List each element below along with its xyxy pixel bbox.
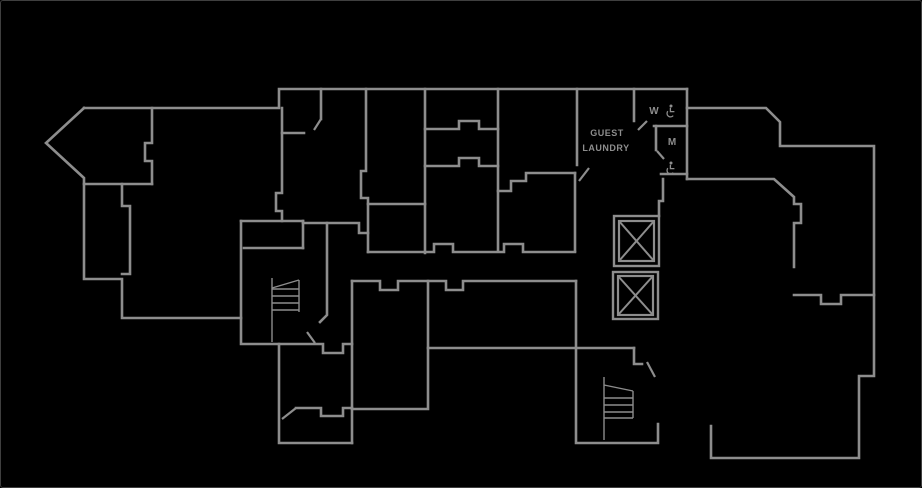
wall — [274, 106, 284, 223]
door-swing-guest-laundry — [578, 167, 590, 182]
stair-run-line — [271, 279, 300, 289]
door-swing-mens — [656, 150, 665, 160]
wall — [366, 242, 577, 254]
wall — [44, 106, 243, 320]
wheelchair-head — [669, 161, 673, 165]
wheelchair-wheel — [666, 110, 674, 118]
guest-laundry-label-line1: GUEST — [590, 128, 624, 138]
accessible-icon-womens — [666, 104, 675, 118]
wall — [685, 177, 803, 269]
door-swing-womens — [637, 120, 648, 131]
accessible-icon-mens — [666, 161, 675, 175]
elevator-shaft-lower — [611, 270, 660, 321]
elevator-x-mark — [617, 275, 654, 316]
wall — [657, 177, 665, 218]
wall — [318, 221, 329, 324]
elevator-outer-wall — [611, 270, 660, 321]
wall — [277, 342, 354, 445]
elevator-shaft-upper — [612, 214, 661, 268]
door-swing-lower-left — [281, 407, 297, 420]
elevator-cab — [616, 274, 655, 317]
stair-run-line — [603, 384, 634, 392]
door-swing-lower-stair — [646, 361, 656, 378]
wall — [632, 346, 644, 366]
elevator-x-mark — [618, 220, 655, 262]
wall — [496, 171, 577, 193]
wall — [685, 106, 876, 460]
mens-restroom-label: M — [668, 137, 676, 148]
wall — [423, 119, 500, 131]
wall — [239, 219, 354, 355]
wheelchair-head — [669, 104, 673, 108]
wall — [574, 279, 660, 445]
elevator-cab — [617, 219, 656, 263]
wall — [792, 293, 876, 306]
wall — [350, 279, 430, 411]
door-swing-left-corridor — [306, 331, 316, 344]
wall — [120, 182, 132, 276]
door-swing-upper-left — [313, 118, 322, 131]
wall — [350, 279, 578, 292]
elevator-outer-wall — [612, 214, 661, 268]
wheelchair-body — [669, 107, 675, 113]
wall — [423, 156, 500, 168]
wheelchair-body — [669, 164, 675, 170]
stairwell-lower — [603, 377, 634, 440]
doors — [281, 118, 665, 420]
wheelchair-wheel — [666, 167, 674, 175]
wall — [294, 406, 354, 418]
guest-laundry-label-line2: LAUNDRY — [582, 143, 629, 153]
wall — [82, 87, 689, 110]
wall — [143, 106, 154, 186]
wall — [301, 221, 370, 235]
walls — [44, 87, 876, 460]
stairwell-left — [271, 278, 300, 342]
wall — [359, 87, 370, 254]
womens-restroom-label: W — [649, 106, 659, 117]
